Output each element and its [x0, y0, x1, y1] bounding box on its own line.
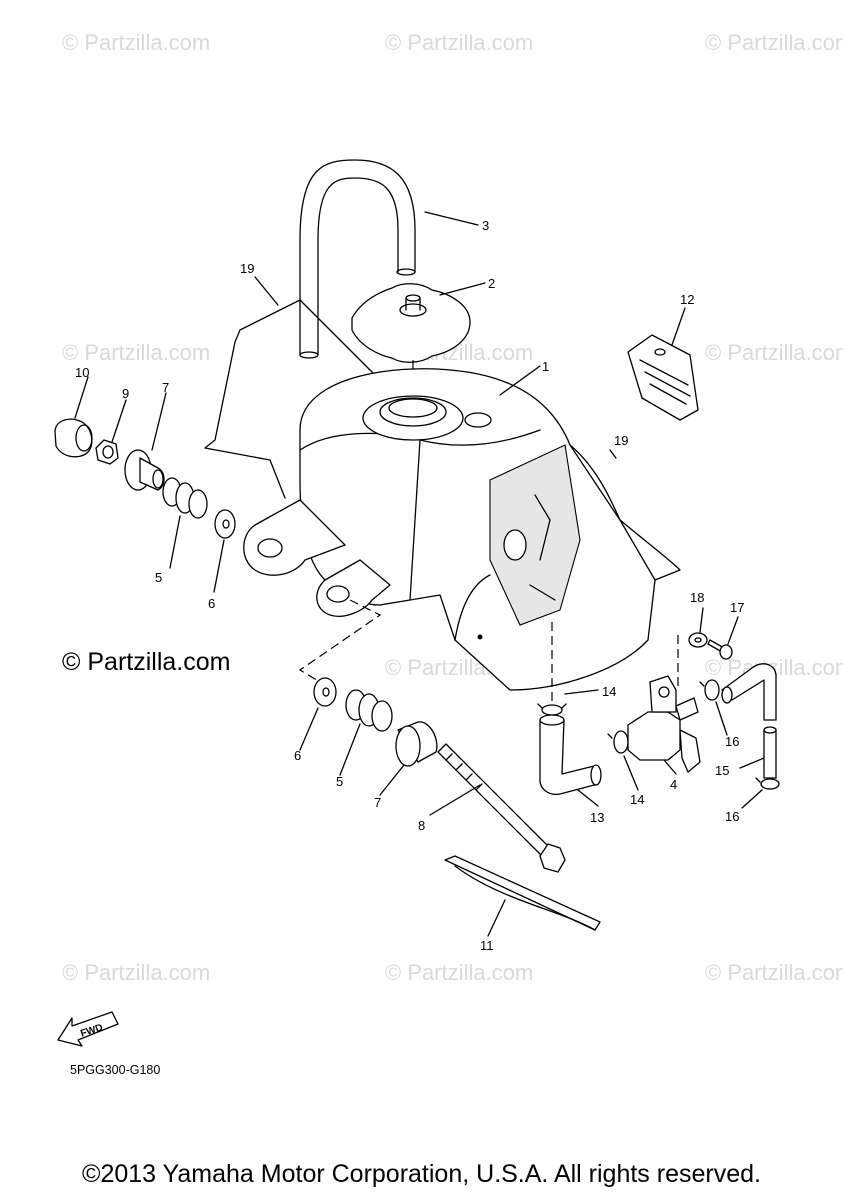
part-code: 5PGG300-G180: [70, 1063, 161, 1077]
part-16-clip-upper: [699, 679, 720, 701]
part-3-breather-hose: [299, 159, 416, 359]
callout-13: 13: [590, 810, 604, 825]
callout-6: 6: [208, 596, 215, 611]
callout-9: 9: [122, 386, 129, 401]
callout-numbers: 1 2 3 4 5 5 6 6 7 7 8 9 10 11 12 13 14 1…: [75, 218, 744, 953]
watermark: © Partzilla.com: [62, 960, 211, 985]
part-17-screw: [707, 639, 733, 660]
callout-1: 1: [542, 359, 549, 374]
callout-8: 8: [418, 818, 425, 833]
part-5-grommet: [162, 477, 208, 519]
part-14-clip-lower: [607, 730, 629, 754]
callout-7: 7: [162, 380, 169, 395]
part-15-hose: [721, 663, 777, 779]
callout-11: 11: [480, 938, 494, 953]
watermark: © Partzilla.com: [705, 30, 843, 55]
watermark: © Partzilla.com: [385, 960, 534, 985]
fwd-arrow-icon: FWD: [57, 1011, 119, 1047]
part-14-clip-upper: [537, 703, 567, 716]
callout-12: 12: [680, 292, 694, 307]
callout-6-lower: 6: [294, 748, 301, 763]
watermark: © Partzilla.com: [62, 340, 211, 365]
callout-10: 10: [75, 365, 89, 380]
part-13-fuel-hose: [539, 714, 602, 796]
part-7-collar: [124, 449, 165, 491]
callout-15: 15: [715, 763, 729, 778]
part-16-clip-lower: [755, 777, 780, 790]
leader-lines: [74, 211, 765, 937]
part-7-collar-lower: [395, 721, 438, 767]
part-5-grommet-lower: [345, 689, 393, 732]
callout-14-upper: 14: [602, 684, 616, 699]
watermark: © Partzilla.com: [62, 30, 211, 55]
callout-4: 4: [670, 777, 677, 792]
part-9-nut: [95, 439, 119, 465]
callout-19-right: 19: [614, 433, 628, 448]
part-19-right-shroud: [569, 444, 681, 581]
watermark-prominent: © Partzilla.com: [62, 648, 231, 676]
part-12-damper: [627, 334, 699, 421]
part-2-fuel-cap: [351, 283, 471, 395]
watermark: © Partzilla.com: [705, 960, 843, 985]
part-1-fuel-tank: [243, 368, 656, 691]
callout-18: 18: [690, 590, 704, 605]
callout-17: 17: [730, 600, 744, 615]
part-11-pad: [444, 855, 601, 931]
guide-line: [298, 599, 382, 683]
watermark: © Partzilla.com: [385, 30, 534, 55]
callout-7-lower: 7: [374, 795, 381, 810]
part-6-washer: [214, 509, 236, 539]
callout-14-lower: 14: [630, 792, 644, 807]
callout-16-upper: 16: [725, 734, 739, 749]
part-18-washer: [688, 632, 708, 648]
part-19-left-shroud: [204, 299, 381, 499]
callout-19-left: 19: [240, 261, 254, 276]
copyright-footer: ©2013 Yamaha Motor Corporation, U.S.A. A…: [82, 1160, 761, 1188]
part-10-cap-nut: [54, 418, 93, 458]
part-8-bolt: [437, 743, 566, 873]
watermark: © Partzilla.com: [705, 340, 843, 365]
part-4-fuel-cock: [627, 675, 701, 773]
part-6-washer-lower: [313, 677, 337, 707]
callout-3: 3: [482, 218, 489, 233]
callout-5-lower: 5: [336, 774, 343, 789]
callout-16-lower: 16: [725, 809, 739, 824]
callout-5: 5: [155, 570, 162, 585]
callout-2: 2: [488, 276, 495, 291]
